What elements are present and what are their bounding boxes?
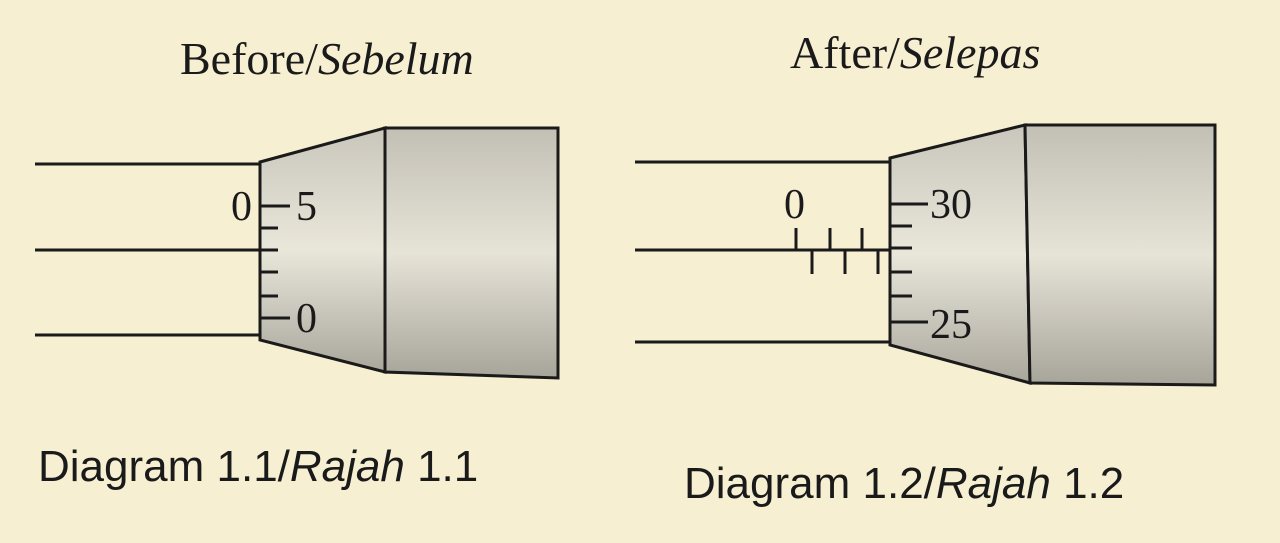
micrometer-after — [635, 123, 1217, 387]
caption-2-main: Diagram 1.2/ — [684, 459, 936, 508]
caption-1-main: Diagram 1.1/ — [38, 442, 290, 491]
caption-2-suffix: 1.2 — [1050, 459, 1125, 508]
caption-diagram-2: Diagram 1.2/Rajah 1.2 — [684, 462, 1124, 506]
before-thimble-label-lower: 0 — [296, 296, 317, 342]
caption-1-suffix: 1.1 — [404, 442, 479, 491]
caption-1-italic: Rajah — [289, 442, 405, 491]
caption-2-italic: Rajah — [935, 459, 1051, 508]
before-heading-main: Before/ — [180, 33, 318, 84]
micrometer-before — [35, 126, 560, 380]
before-heading-italic: Sebelum — [317, 33, 474, 84]
thimble-barrel — [1023, 123, 1217, 387]
thimble-barrel — [383, 126, 560, 380]
before-sleeve-label: 0 — [231, 184, 252, 230]
after-heading-main: After/ — [790, 27, 900, 78]
after-sleeve-label: 0 — [784, 182, 805, 228]
caption-diagram-1: Diagram 1.1/Rajah 1.1 — [38, 445, 478, 489]
after-thimble-label-lower: 25 — [930, 302, 972, 348]
after-heading: After/Selepas — [790, 30, 1040, 76]
before-heading: Before/Sebelum — [180, 36, 474, 82]
thimble-bevel — [258, 126, 387, 374]
after-heading-italic: Selepas — [899, 27, 1041, 78]
before-thimble-label-upper: 5 — [296, 184, 317, 230]
after-thimble-label-upper: 30 — [930, 182, 972, 228]
